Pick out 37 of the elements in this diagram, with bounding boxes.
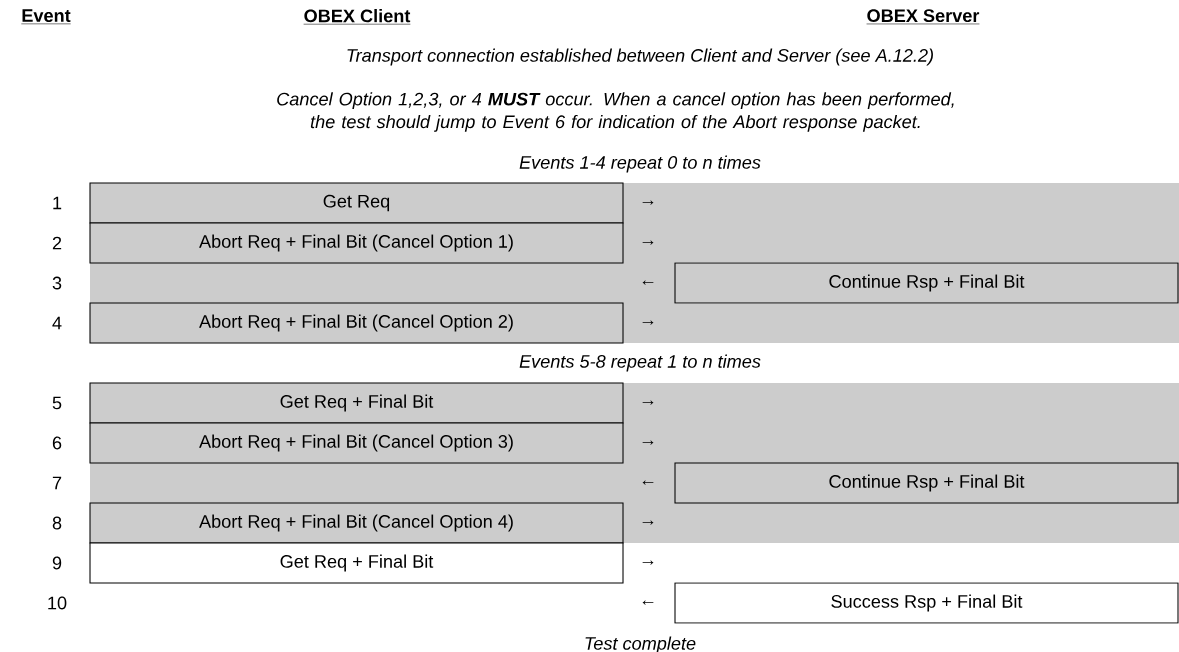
note-text: Cancel Option 1,2,3, or 4 MUST occur. When a cancel option has been performed, the test should jump to Event 6 for indication of the Abort response packet. — [277, 92, 954, 132]
message-box: Abort Req + Final Bit (Cancel Option 2) — [89, 302, 624, 344]
arrow-symbol: → — [642, 440, 654, 445]
event-number: 3 — [52, 276, 62, 290]
message-box: Success Rsp + Final Bit — [674, 582, 1179, 624]
message-box: Get Req — [89, 182, 624, 224]
event-number: 10 — [48, 596, 67, 610]
message-box: Continue Rsp + Final Bit — [674, 262, 1179, 304]
event-number: 9 — [52, 556, 62, 570]
column-heading: Event — [21, 9, 71, 25]
event-number: 6 — [52, 436, 62, 450]
column-heading: OBEX Server — [866, 9, 980, 25]
arrow-symbol: → — [642, 520, 654, 525]
arrow-symbol: ← — [642, 480, 654, 485]
event-number: 7 — [52, 476, 62, 490]
arrow-symbol: ← — [642, 280, 654, 285]
message-box: Abort Req + Final Bit (Cancel Option 1) — [89, 222, 624, 264]
note-text: Transport connection established between Client and Server (see A.12.2) — [347, 48, 933, 66]
arrow-symbol: → — [642, 400, 654, 405]
message-box: Continue Rsp + Final Bit — [674, 462, 1179, 504]
arrow-symbol: → — [642, 240, 654, 245]
event-number: 2 — [52, 236, 62, 250]
event-number: 5 — [52, 396, 62, 410]
event-number: 4 — [52, 316, 62, 330]
arrow-symbol: ← — [642, 600, 654, 605]
message-box: Get Req + Final Bit — [89, 382, 624, 424]
message-box: Abort Req + Final Bit (Cancel Option 4) — [89, 502, 624, 544]
arrow-symbol: → — [642, 560, 654, 565]
column-heading: OBEX Client — [303, 9, 411, 25]
note-text: Events 5-8 repeat 1 to n times — [519, 354, 761, 372]
message-box: Get Req + Final Bit — [89, 542, 624, 584]
message-box: Abort Req + Final Bit (Cancel Option 3) — [89, 422, 624, 464]
event-number: 1 — [53, 196, 62, 210]
arrow-symbol: → — [642, 200, 654, 205]
note-text: Events 1-4 repeat 0 to n times — [519, 155, 761, 173]
event-number: 8 — [52, 516, 62, 530]
arrow-symbol: → — [642, 320, 654, 325]
